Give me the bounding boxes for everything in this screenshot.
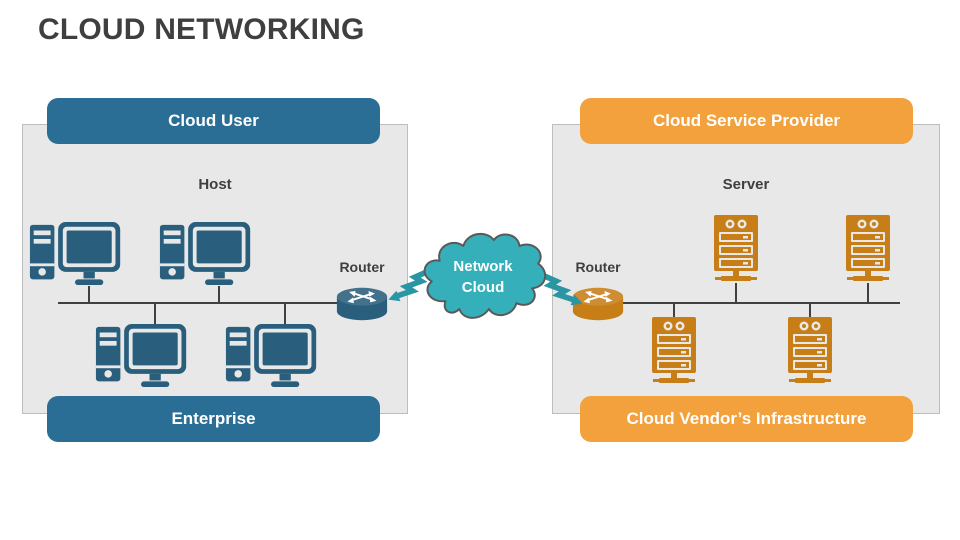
server-icon (788, 317, 832, 385)
server-label: Server (722, 176, 770, 193)
router-icon-left (336, 287, 388, 321)
network-cloud-label-line2: Cloud (461, 278, 505, 296)
network-cloud-label: Network Cloud (418, 228, 548, 325)
network-bus-line-right (598, 302, 900, 304)
network-drop-line (88, 286, 90, 302)
desktop-computer-icon (29, 222, 123, 286)
server-icon (652, 317, 696, 385)
desktop-computer-icon (159, 222, 253, 286)
page-title: CLOUD NETWORKING (38, 13, 365, 46)
network-cloud-label-line1: Network (453, 257, 513, 275)
router-label-right: Router (575, 259, 621, 275)
server-icon (846, 215, 890, 283)
desktop-computer-icon (95, 324, 189, 388)
network-drop-line (867, 283, 869, 302)
network-drop-line (735, 283, 737, 302)
network-drop-line (218, 286, 220, 302)
router-label-left: Router (339, 259, 385, 275)
network-drop-line (673, 304, 675, 317)
desktop-computer-icon (225, 324, 319, 388)
network-bus-line-left (58, 302, 362, 304)
network-drop-line (154, 304, 156, 324)
server-icon (714, 215, 758, 283)
enterprise-footer: Enterprise (47, 396, 380, 442)
cloud-service-provider-header: Cloud Service Provider (580, 98, 913, 144)
cloud-vendors-infrastructure-footer: Cloud Vendor’s Infrastructure (580, 396, 913, 442)
network-drop-line (284, 304, 286, 324)
host-label: Host (198, 176, 232, 193)
network-drop-line (809, 304, 811, 317)
cloud-user-header: Cloud User (47, 98, 380, 144)
